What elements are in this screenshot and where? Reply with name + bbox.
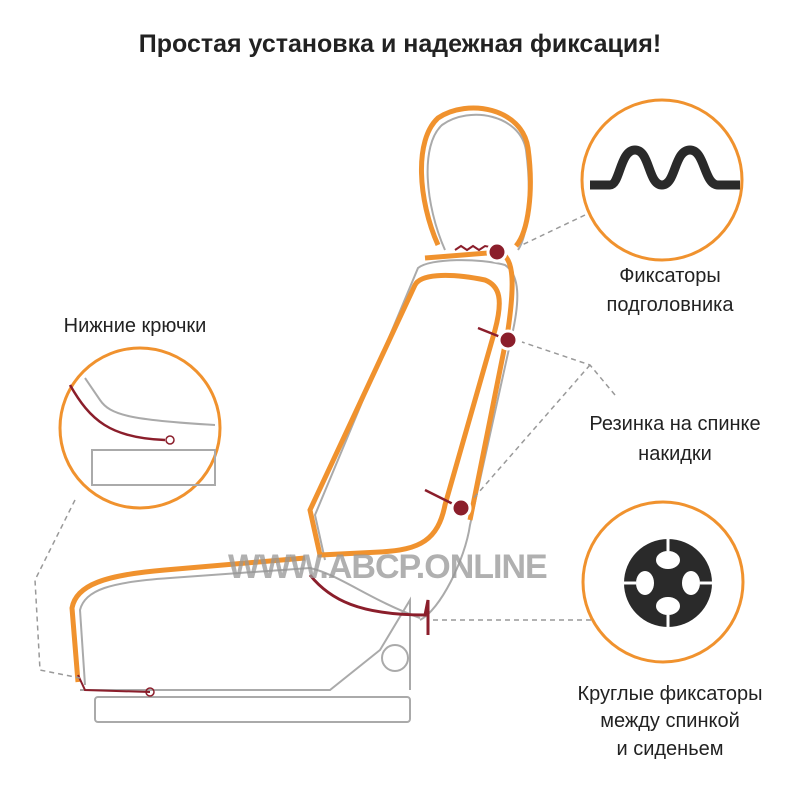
seat-cover-backrest-front [307,273,502,558]
recliner-knob [381,644,409,672]
back-fixer-upper [497,329,519,351]
watermark: WWW.ABCP.ONLINE [228,548,548,586]
lower-hooks-label: Нижние крючки [63,315,207,337]
leader-lines [34,214,616,679]
headrest-label-line1: Фиксаторы [619,265,721,287]
elastic-label-line2: накидки [638,443,712,465]
headrest-strap [454,244,496,252]
seat-rail [94,696,411,723]
round-label-line3: и сиденьем [616,738,724,760]
page-title: Простая установка и надежная фиксация! [138,30,662,58]
seat-cushion-outline [78,566,421,686]
hook-cushion-outline [84,377,216,486]
elastic-label-line1: Резинка на спинке [589,413,761,435]
headrest-fixer-callout [580,98,744,262]
hook-icon [165,435,175,445]
spring-icon [590,145,740,190]
back-fixer-lower [450,497,472,519]
round-label-line1: Круглые фиксаторы [577,683,763,705]
seat-base-outline [80,596,411,691]
headrest-fixer [486,241,508,263]
seat-cover-headrest [419,105,533,248]
seat-cover-cushion [69,555,306,683]
hook-strap [68,384,166,442]
lower-hook-icon [145,687,155,697]
round-fixer-icon [624,539,712,627]
backrest-outline [313,259,519,621]
headrest-label-line2: подголовника [606,294,734,316]
lower-hook-strap [77,674,151,693]
lower-hooks-callout [58,346,222,510]
headrest-outline [426,113,530,251]
seat-strap [308,574,430,635]
round-label-line2: между спинкой [600,710,740,732]
